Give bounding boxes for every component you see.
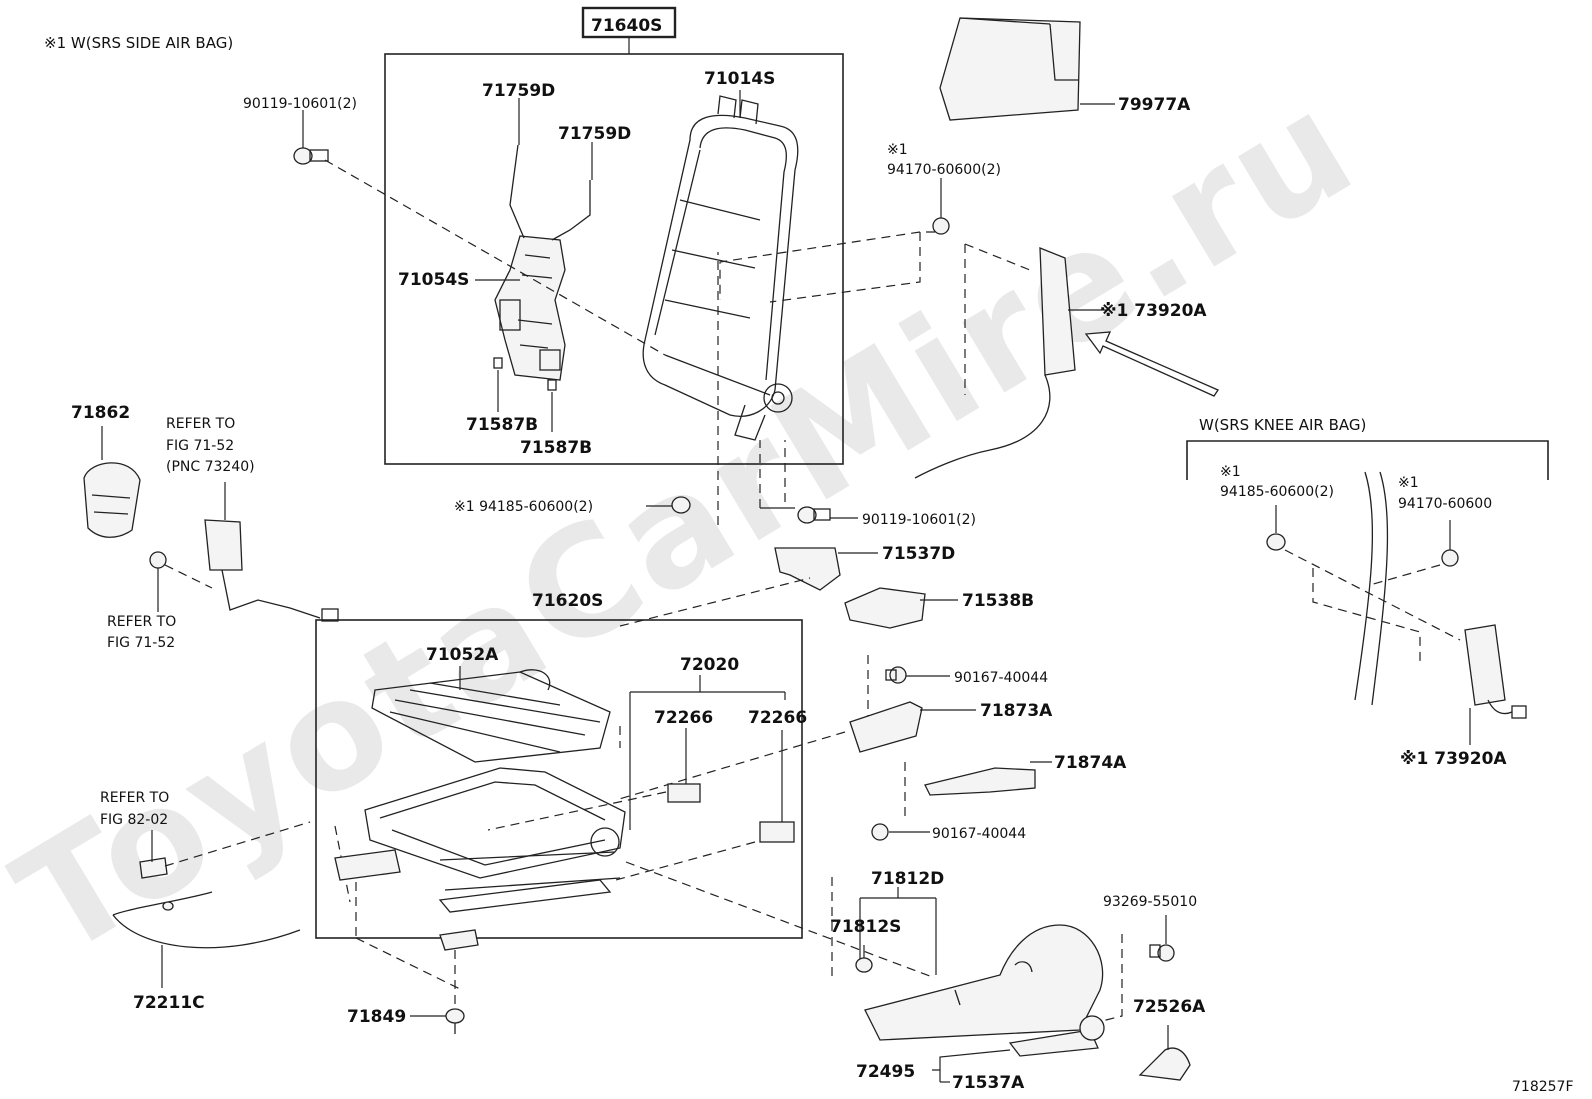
bolt-90167-40044-upper[interactable] [885, 666, 907, 684]
part-94170-60600-upper[interactable]: 94170-60600(2) [887, 162, 1001, 178]
cover-71537A[interactable] [1008, 1015, 1105, 1057]
part-71640S[interactable]: 71640S [591, 16, 662, 36]
part-71873A[interactable]: 71873A [980, 701, 1053, 721]
refer-fig-71-52-b-l2: FIG 71-52 [107, 635, 175, 651]
bolt-90167-40044-lower[interactable] [871, 823, 889, 841]
bolt-90119-10601-top[interactable] [293, 147, 329, 165]
seat-belt-buckle[interactable] [204, 519, 339, 622]
part-94170-mark-knee: ※1 [1398, 475, 1419, 491]
nut-94185-60600-knee[interactable] [1266, 533, 1286, 551]
seatback-assembly-frame [384, 53, 844, 465]
part-71812S[interactable]: 71812S [830, 917, 901, 937]
part-72266-a[interactable]: 72266 [654, 708, 713, 728]
wire-72211C[interactable] [112, 891, 301, 949]
part-71537D[interactable]: 71537D [882, 544, 955, 564]
diagram-id: 718257F [1512, 1079, 1574, 1095]
part-79977A[interactable]: 79977A [1118, 95, 1191, 115]
seat-rail-left[interactable] [334, 849, 401, 881]
part-71874A[interactable]: 71874A [1054, 753, 1127, 773]
adjuster-72266-a[interactable] [667, 783, 701, 803]
seat-cushion-assembly-frame [315, 619, 803, 939]
part-94170-60600-knee[interactable]: 94170-60600 [1398, 496, 1492, 512]
bolt-refer-71-52[interactable] [149, 551, 167, 569]
part-71862[interactable]: 71862 [71, 403, 130, 423]
refer-fig-82-02-l2: FIG 82-02 [100, 812, 168, 828]
clip-71849[interactable] [445, 1008, 465, 1034]
seat-rail-bottom[interactable] [439, 929, 479, 951]
lumbar-wire-71759D-a[interactable] [509, 144, 525, 239]
part-71587B-b[interactable]: 71587B [520, 438, 592, 458]
part-73920A-knee[interactable]: ※1 73920A [1400, 749, 1507, 769]
part-71537A[interactable]: 71537A [952, 1073, 1025, 1093]
cover-71874A[interactable] [924, 767, 1036, 796]
seat-cushion-frame[interactable] [364, 767, 626, 913]
part-72020[interactable]: 72020 [680, 655, 739, 675]
part-90167-40044-upper[interactable]: 90167-40044 [954, 670, 1048, 686]
cover-71538B[interactable] [844, 587, 926, 629]
part-90119-10601-lower[interactable]: 90119-10601(2) [862, 512, 976, 528]
refer-fig-82-02-l1: REFER TO [100, 790, 169, 806]
part-71759D-a[interactable]: 71759D [482, 81, 555, 101]
part-90119-10601-top[interactable]: 90119-10601(2) [243, 96, 357, 112]
knee-airbag-group-bracket [1186, 440, 1549, 480]
part-71538B[interactable]: 71538B [962, 591, 1034, 611]
part-71014S[interactable]: 71014S [704, 69, 775, 89]
nut-94185-60600[interactable] [671, 496, 691, 514]
cover-71873A[interactable] [849, 701, 923, 753]
knee-airbag-trim-strip[interactable] [1354, 471, 1389, 706]
clip-94170-60600-upper[interactable] [932, 217, 950, 235]
cover-71862[interactable] [83, 462, 141, 538]
refer-fig-71-52-a-l1: REFER TO [166, 416, 235, 432]
lumbar-plate-71054S[interactable] [494, 235, 566, 381]
adjuster-72266-b[interactable] [759, 821, 795, 843]
part-71620S[interactable]: 71620S [532, 591, 603, 611]
bolt-93269-55010[interactable] [1149, 944, 1175, 962]
spring-mat-71052A[interactable] [371, 669, 611, 763]
knee-airbag-73920A[interactable] [1464, 624, 1527, 719]
clip-71812S[interactable] [855, 957, 873, 973]
part-94185-60600[interactable]: ※1 94185-60600(2) [454, 499, 593, 515]
part-72526A[interactable]: 72526A [1133, 997, 1206, 1017]
part-71052A[interactable]: 71052A [426, 645, 499, 665]
lumbar-wire-71759D-b[interactable] [551, 180, 591, 241]
clip-71587B-b[interactable] [547, 379, 557, 391]
part-71054S[interactable]: 71054S [398, 270, 469, 290]
refer-fig-71-52-b-l1: REFER TO [107, 614, 176, 630]
part-71849[interactable]: 71849 [347, 1007, 406, 1027]
arrow-pointer [1084, 331, 1219, 397]
note-side-airbag: ※1 W(SRS SIDE AIR BAG) [44, 34, 233, 52]
part-94170-mark: ※1 [887, 142, 908, 158]
side-airbag-73920A-upper[interactable] [914, 247, 1076, 479]
seat-side-cover-71812D[interactable] [864, 924, 1104, 1041]
note-knee-airbag-group: W(SRS KNEE AIR BAG) [1199, 416, 1366, 434]
part-72495[interactable]: 72495 [856, 1062, 915, 1082]
clip-71587B-a[interactable] [493, 357, 503, 369]
part-90167-40044-lower[interactable]: 90167-40044 [932, 826, 1026, 842]
clip-94170-60600-knee[interactable] [1441, 549, 1459, 567]
part-71812D[interactable]: 71812D [871, 869, 944, 889]
refer-fig-71-52-a-l3: (PNC 73240) [166, 459, 255, 475]
part-93269-55010[interactable]: 93269-55010 [1103, 894, 1197, 910]
part-94185-mark: ※1 [1220, 464, 1241, 480]
cover-72526A[interactable] [1138, 1047, 1191, 1081]
part-73920A-upper[interactable]: ※1 73920A [1100, 301, 1207, 321]
part-72266-b[interactable]: 72266 [748, 708, 807, 728]
part-72211C[interactable]: 72211C [133, 993, 205, 1013]
part-71587B-a[interactable]: 71587B [466, 415, 538, 435]
seatback-frame-71014S[interactable] [642, 95, 799, 441]
headrest-79977A[interactable] [939, 17, 1081, 121]
part-94185-60600-knee[interactable]: 94185-60600(2) [1220, 484, 1334, 500]
part-71759D-b[interactable]: 71759D [558, 124, 631, 144]
bolt-90119-10601-lower[interactable] [797, 506, 831, 524]
connector-refer-82-02[interactable] [139, 857, 168, 879]
refer-fig-71-52-a-l2: FIG 71-52 [166, 438, 234, 454]
bracket-71537D[interactable] [774, 547, 841, 591]
